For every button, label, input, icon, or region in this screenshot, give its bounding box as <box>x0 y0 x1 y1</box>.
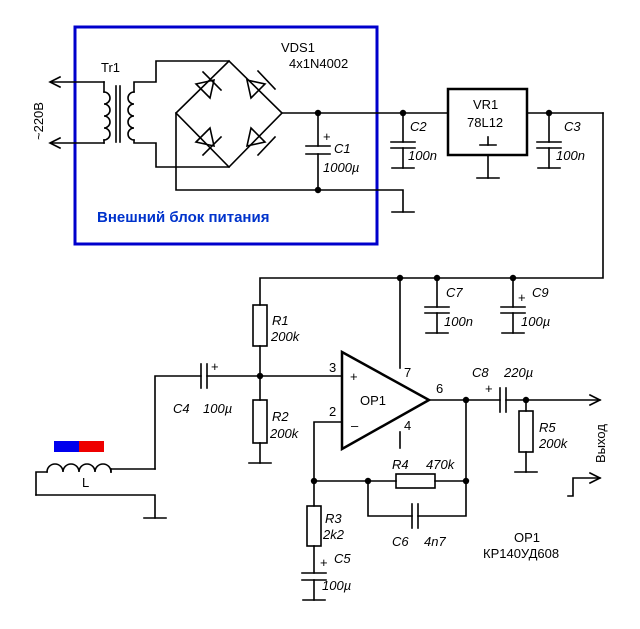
resistor-r2: R2 200k <box>248 399 300 464</box>
r1-value: 200k <box>270 329 301 344</box>
capacitor-c7: C7 100n <box>424 277 473 334</box>
resistor-r3: R3 2k2 <box>306 505 345 574</box>
c9-value: 100µ <box>521 314 550 329</box>
power-block-caption: Внешний блок питания <box>97 209 269 226</box>
c1-ref: C1 <box>334 141 351 156</box>
magnet-pole-red <box>79 441 104 452</box>
capacitor-c8: + C8 220µ <box>472 365 601 413</box>
c8-polarity: + <box>485 381 493 396</box>
coil-ref: L <box>82 475 89 490</box>
transformer-ref: Tr1 <box>101 60 120 75</box>
c4-polarity: + <box>211 359 219 374</box>
r4-value: 470k <box>426 457 456 472</box>
c2-value: 100n <box>408 148 437 163</box>
r3-ref: R3 <box>325 511 342 526</box>
opamp-plus-sign: + <box>350 369 358 384</box>
c9-ref: C9 <box>532 285 549 300</box>
r2-ref: R2 <box>272 409 289 424</box>
regulator-value: 78L12 <box>467 115 503 130</box>
c7-value: 100n <box>444 314 473 329</box>
resistor-r5: R5 200k <box>514 399 569 473</box>
capacitor-c6: C6 4n7 <box>367 480 467 549</box>
c3-value: 100n <box>556 148 585 163</box>
c3-ref: C3 <box>564 119 581 134</box>
opamp-pin-gnd: 4 <box>404 418 411 433</box>
opamp-op1: + – OP1 3 2 6 7 4 <box>329 349 443 452</box>
opamp-pin-minus: 2 <box>329 404 336 419</box>
c5-ref: C5 <box>334 551 351 566</box>
opamp-pin-vcc: 7 <box>404 365 411 380</box>
capacitor-c1: + C1 1000µ <box>305 112 359 191</box>
r3-value: 2k2 <box>322 527 345 542</box>
c5-value: 100µ <box>322 578 351 593</box>
bridge-ref: VDS1 <box>281 40 315 55</box>
c2-ref: C2 <box>410 119 427 134</box>
capacitor-c3: C3 100n <box>536 112 585 169</box>
r1-ref: R1 <box>272 313 289 328</box>
c9-polarity: + <box>518 290 526 305</box>
capacitor-c5: + C5 100µ <box>301 551 351 601</box>
bridge-value: 4x1N4002 <box>289 56 348 71</box>
c4-value: 100µ <box>203 401 232 416</box>
power-block-border <box>73 25 379 246</box>
c5-polarity: + <box>320 555 328 570</box>
c8-ref: C8 <box>472 365 489 380</box>
bridge-rectifier: VDS1 4x1N4002 <box>174 40 348 169</box>
capacitor-c2: C2 100n <box>390 112 437 169</box>
pickup-coil: L <box>35 441 167 519</box>
r4-ref: R4 <box>392 457 409 472</box>
regulator-ref: VR1 <box>473 97 498 112</box>
capacitor-c4: + C4 100µ <box>154 359 343 470</box>
r2-value: 200k <box>269 426 300 441</box>
c8-value: 220µ <box>503 365 533 380</box>
opamp-ref: OP1 <box>360 393 386 408</box>
mains-label: ~220В <box>31 102 46 140</box>
capacitor-c9: + C9 100µ <box>500 277 550 334</box>
output-label: Выход <box>593 424 608 463</box>
c1-polarity: + <box>323 129 331 144</box>
c7-ref: C7 <box>446 285 463 300</box>
c1-value: 1000µ <box>323 160 359 175</box>
c6-ref: C6 <box>392 534 409 549</box>
c4-ref: C4 <box>173 401 190 416</box>
opamp-pin-plus: 3 <box>329 360 336 375</box>
resistor-r1: R1 200k <box>252 304 301 401</box>
opamp-part-ref: OP1 <box>514 530 540 545</box>
c6-value: 4n7 <box>424 534 446 549</box>
resistor-r4: R4 470k <box>313 399 467 489</box>
opamp-pin-out: 6 <box>436 381 443 396</box>
transformer: Tr1 <box>101 60 230 168</box>
r5-ref: R5 <box>539 420 556 435</box>
opamp-minus-sign: – <box>351 418 359 433</box>
opamp-part-number: КР140УД608 <box>483 546 559 561</box>
magnet-pole-blue <box>54 441 79 452</box>
mains-input: ~220В <box>31 75 105 150</box>
r5-value: 200k <box>538 436 569 451</box>
output-ground: Выход <box>567 424 608 497</box>
regulator-vr1: VR1 78L12 <box>446 87 529 179</box>
